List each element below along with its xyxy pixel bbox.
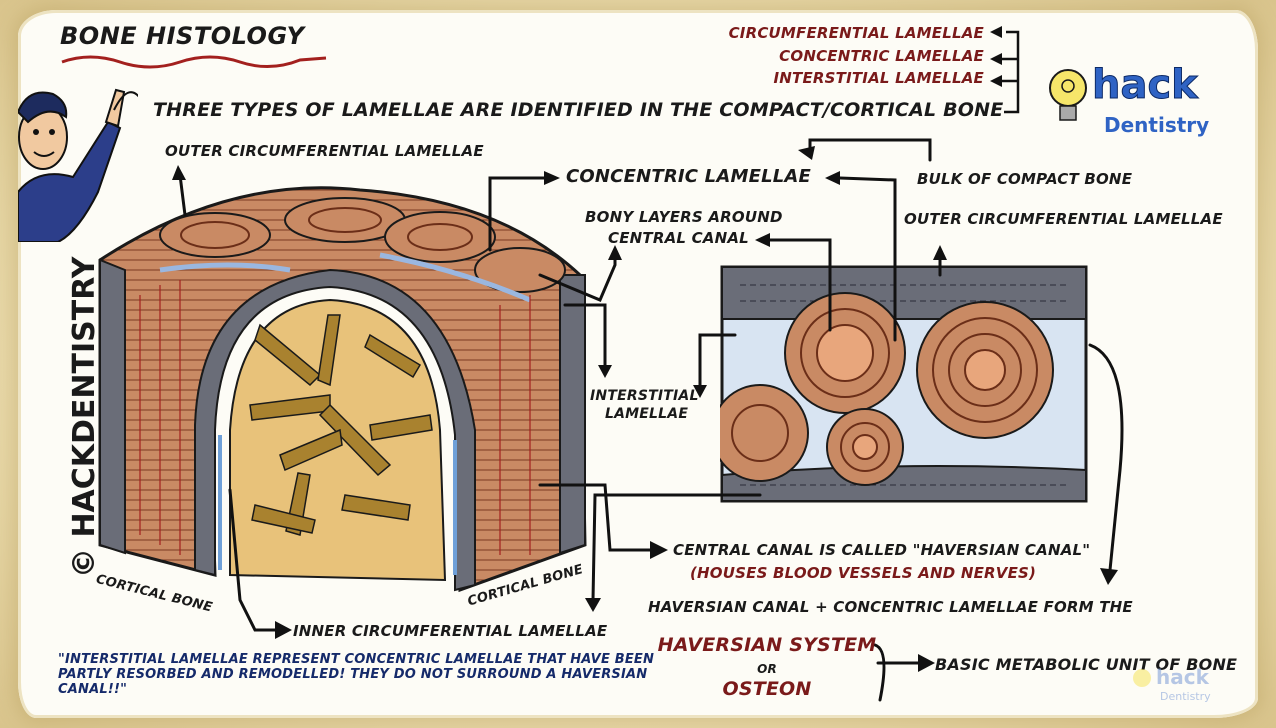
label-basic-unit: BASIC METABOLIC UNIT OF BONE bbox=[935, 655, 1238, 674]
osteon-closeup-illustration bbox=[720, 265, 1088, 503]
type-circumferential: CIRCUMFERENTIAL LAMELLAE bbox=[728, 24, 984, 42]
bone-block-illustration bbox=[98, 186, 587, 593]
label-osteon: OSTEON bbox=[722, 678, 812, 700]
watermark-text: © HACKDENTISTRY bbox=[67, 255, 102, 578]
logo-watermark-small: hack Dentistry bbox=[1133, 665, 1211, 703]
intro-text: THREE TYPES OF LAMELLAE ARE IDENTIFIED I… bbox=[153, 99, 1004, 121]
label-concentric: CONCENTRIC LAMELLAE bbox=[566, 166, 812, 187]
small-logo-sub: Dentistry bbox=[1160, 690, 1211, 703]
label-haversian-form: HAVERSIAN CANAL + CONCENTRIC LAMELLAE FO… bbox=[648, 598, 1133, 616]
type-interstitial: INTERSTITIAL LAMELLAE bbox=[773, 69, 984, 87]
hackdentistry-logo: hack Dentistry bbox=[1049, 62, 1209, 137]
label-outer-circ-left: OUTER CIRCUMFERENTIAL LAMELLAE bbox=[165, 142, 484, 160]
types-bracket-arrows bbox=[990, 26, 1020, 114]
label-houses: (HOUSES BLOOD VESSELS AND NERVES) bbox=[690, 564, 1037, 582]
label-inner-circ: INNER CIRCUMFERENTIAL LAMELLAE bbox=[293, 622, 608, 640]
label-or: OR bbox=[757, 662, 777, 676]
cartoon-presenter bbox=[18, 88, 138, 242]
label-bony-layers-1: BONY LAYERS AROUND bbox=[585, 208, 783, 226]
label-bony-layers-2: CENTRAL CANAL bbox=[608, 229, 749, 247]
logo-main-text: hack bbox=[1092, 62, 1199, 108]
interstitial-quote: "INTERSTITIAL LAMELLAE REPRESENT CONCENT… bbox=[58, 652, 655, 697]
label-interstitial-2: LAMELLAE bbox=[605, 406, 689, 422]
small-logo-text: hack bbox=[1156, 665, 1210, 689]
label-interstitial-1: INTERSTITIAL bbox=[590, 388, 699, 404]
page-title: BONE HISTOLOGY bbox=[60, 22, 305, 50]
watermark-vertical: © HACKDENTISTRY bbox=[67, 255, 102, 578]
title-underline bbox=[61, 55, 327, 69]
logo-sub-text: Dentistry bbox=[1104, 113, 1209, 137]
label-outer-circ-right: OUTER CIRCUMFERENTIAL LAMELLAE bbox=[904, 210, 1223, 228]
label-haversian-system: HAVERSIAN SYSTEM bbox=[657, 634, 877, 656]
label-bulk: BULK OF COMPACT BONE bbox=[917, 170, 1133, 188]
label-central-canal: CENTRAL CANAL IS CALLED "HAVERSIAN CANAL… bbox=[673, 541, 1091, 559]
type-concentric: CONCENTRIC LAMELLAE bbox=[779, 47, 984, 65]
